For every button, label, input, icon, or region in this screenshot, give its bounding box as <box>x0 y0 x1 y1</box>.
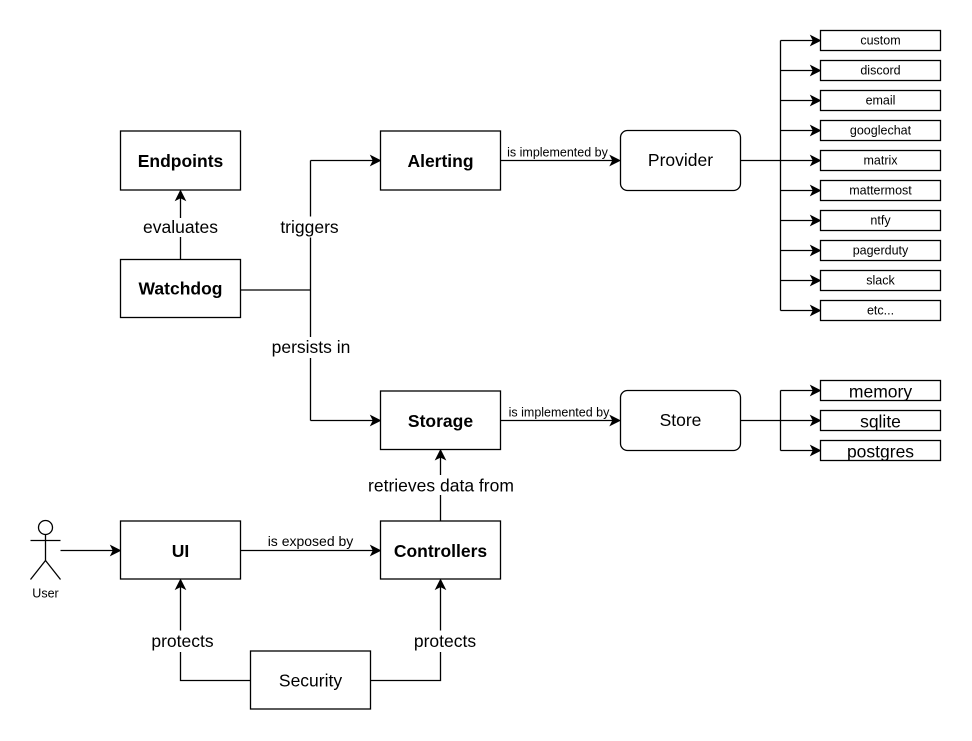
svg-text:UI: UI <box>172 541 190 561</box>
svg-text:is exposed by: is exposed by <box>268 533 354 549</box>
svg-text:slack: slack <box>866 274 895 288</box>
svg-text:Endpoints: Endpoints <box>138 151 224 171</box>
svg-text:Provider: Provider <box>648 150 713 170</box>
svg-text:custom: custom <box>860 34 900 48</box>
svg-text:Controllers: Controllers <box>394 541 488 561</box>
svg-text:is implemented by: is implemented by <box>507 146 608 160</box>
svg-text:Watchdog: Watchdog <box>139 279 223 299</box>
svg-text:discord: discord <box>860 64 900 78</box>
svg-text:sqlite: sqlite <box>860 412 901 432</box>
svg-text:Storage: Storage <box>408 411 473 431</box>
svg-text:protects: protects <box>151 631 213 651</box>
svg-text:persists in: persists in <box>272 337 351 357</box>
svg-text:Store: Store <box>660 410 702 430</box>
svg-text:Alerting: Alerting <box>407 151 473 171</box>
svg-text:postgres: postgres <box>847 442 914 462</box>
svg-text:googlechat: googlechat <box>850 124 912 138</box>
svg-text:email: email <box>866 94 896 108</box>
svg-text:pagerduty: pagerduty <box>853 244 909 258</box>
svg-text:ntfy: ntfy <box>870 214 891 228</box>
svg-text:etc...: etc... <box>867 304 894 318</box>
svg-text:retrieves data from: retrieves data from <box>368 476 514 496</box>
svg-text:is implemented by: is implemented by <box>509 406 610 420</box>
svg-text:matrix: matrix <box>863 154 898 168</box>
svg-text:memory: memory <box>849 382 912 402</box>
svg-text:User: User <box>32 587 58 601</box>
svg-text:evaluates: evaluates <box>143 217 218 237</box>
svg-text:Security: Security <box>279 671 342 691</box>
svg-text:triggers: triggers <box>280 217 339 237</box>
svg-text:mattermost: mattermost <box>849 184 912 198</box>
svg-text:protects: protects <box>414 631 476 651</box>
